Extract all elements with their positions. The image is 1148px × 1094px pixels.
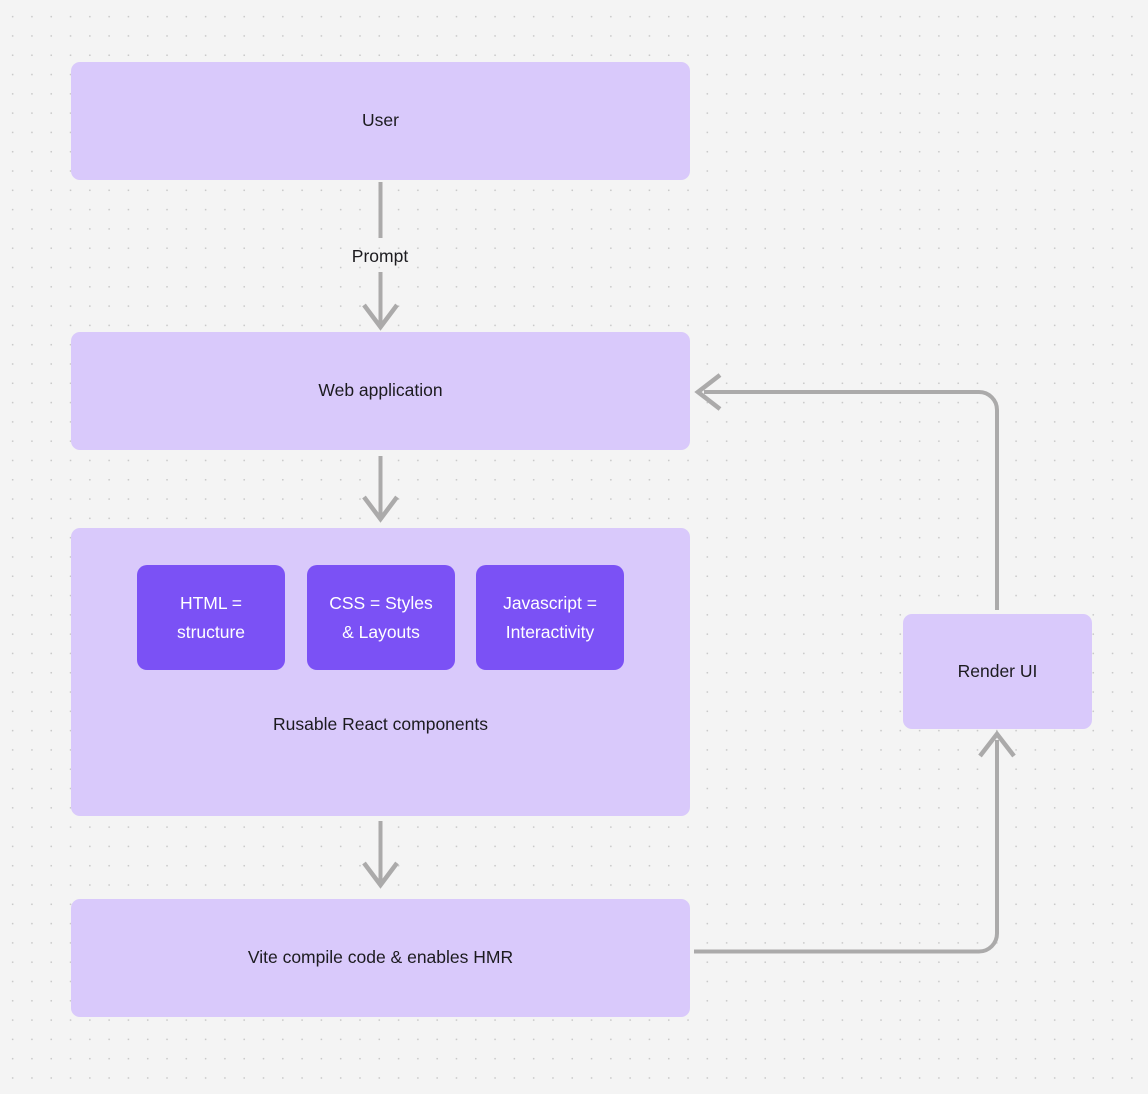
arrowhead-down-webapp [362, 303, 399, 331]
node-javascript[interactable]: Javascript = Interactivity [476, 565, 624, 670]
node-css-label-line2: & Layouts [342, 621, 420, 642]
edge-render-to-webapp [704, 390, 999, 610]
node-html[interactable]: HTML = structure [137, 565, 285, 670]
node-render-ui-label: Render UI [957, 660, 1038, 681]
node-vite[interactable]: Vite compile code & enables HMR [71, 899, 690, 1017]
edge-vite-to-render [694, 740, 999, 954]
node-javascript-label-line2: Interactivity [505, 621, 595, 642]
node-javascript-label-line1: Javascript = [503, 593, 597, 614]
arrowhead-down-vite [362, 861, 399, 889]
node-components-caption: Rusable React components [273, 714, 488, 734]
node-javascript-label: Javascript = Interactivity [503, 589, 597, 646]
node-css[interactable]: CSS = Styles & Layouts [307, 565, 455, 670]
node-reusable-react-components[interactable]: HTML = structure CSS = Styles & Layouts … [71, 528, 690, 816]
node-css-label-line1: CSS = Styles [329, 593, 433, 614]
node-user-label: User [362, 110, 399, 131]
node-vite-label: Vite compile code & enables HMR [247, 947, 514, 968]
arrowhead-down-components [362, 495, 399, 523]
node-css-label: CSS = Styles & Layouts [329, 589, 433, 646]
node-html-label: HTML = structure [177, 589, 245, 646]
node-render-ui[interactable]: Render UI [903, 614, 1092, 729]
arrowhead-up-render [978, 730, 1016, 758]
arrowhead-left-webapp [694, 373, 722, 411]
node-web-application-label: Web application [318, 380, 443, 401]
node-user[interactable]: User [71, 62, 690, 180]
node-html-label-line2: structure [176, 621, 246, 642]
edge-label-prompt: Prompt [351, 246, 409, 266]
node-web-application[interactable]: Web application [71, 332, 690, 450]
node-html-label-line1: HTML = [179, 593, 243, 614]
